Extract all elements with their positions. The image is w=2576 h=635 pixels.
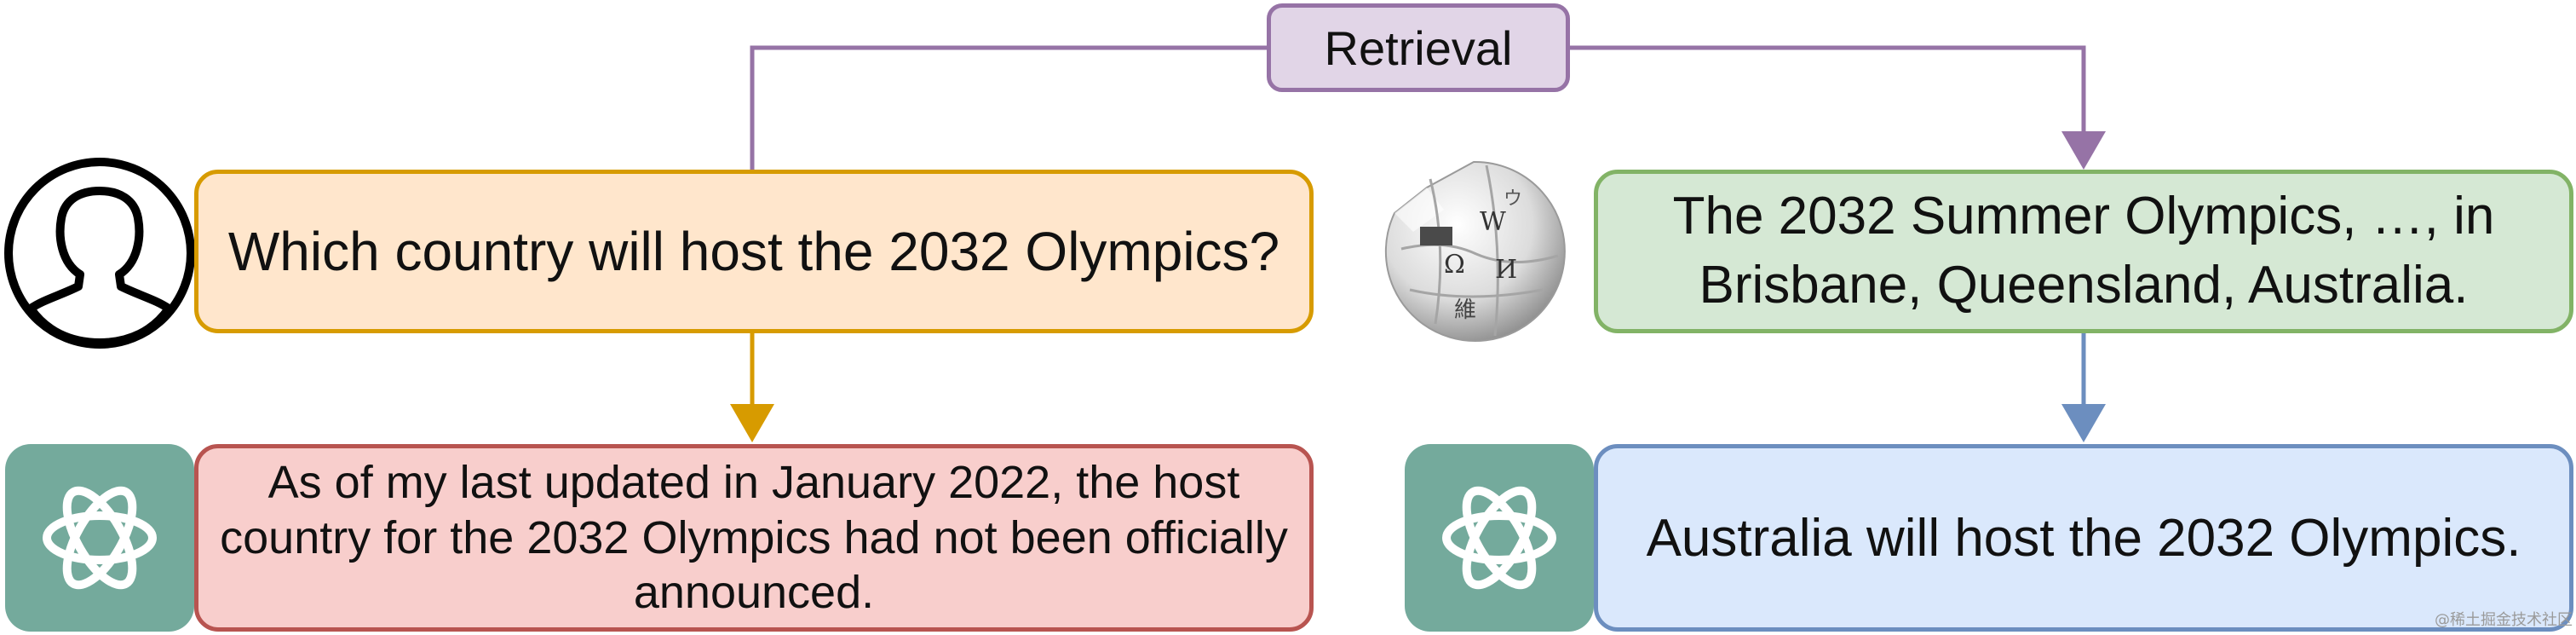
- assistant-logo-tile-left: [5, 444, 194, 632]
- retrieval-to-passage-connector: [1570, 45, 2086, 135]
- assistant-logo-tile-right: [1405, 444, 1594, 632]
- watermark: @稀土掘金技术社区: [2435, 611, 2573, 629]
- wikipedia-globe-icon: W Ω И 維 ウ: [1384, 160, 1566, 342]
- answer-without-retrieval-box: As of my last updated in January 2022, t…: [194, 444, 1314, 632]
- retrieval-label: Retrieval: [1324, 20, 1513, 75]
- chatgpt-logo-icon: [43, 486, 157, 590]
- retrieval-connector: [750, 45, 1267, 170]
- retrieved-passage-text: The 2032 Summer Olympics, …, in Brisbane…: [1672, 187, 2495, 315]
- question-text: Which country will host the 2032 Olympic…: [227, 221, 1280, 282]
- svg-text:W: W: [1480, 207, 1506, 237]
- chatgpt-logo-icon: [1442, 486, 1556, 590]
- answer-without-retrieval-text: As of my last updated in January 2022, t…: [220, 456, 1288, 619]
- passage-arrowhead: [2061, 404, 2106, 442]
- retrieved-passage-box: The 2032 Summer Olympics, …, in Brisbane…: [1594, 170, 2573, 333]
- question-arrowhead: [730, 404, 774, 442]
- answer-with-retrieval-box: Australia will host the 2032 Olympics.: [1594, 444, 2573, 632]
- retrieval-arrowhead: [2061, 131, 2106, 170]
- user-silhouette-icon: [4, 158, 195, 349]
- svg-text:И: И: [1495, 255, 1517, 285]
- answer-with-retrieval-text: Australia will host the 2032 Olympics.: [1646, 508, 2521, 568]
- svg-text:Ω: Ω: [1444, 250, 1465, 280]
- retrieval-box: Retrieval: [1267, 3, 1570, 92]
- svg-text:維: 維: [1454, 297, 1476, 323]
- question-box: Which country will host the 2032 Olympic…: [194, 170, 1314, 333]
- svg-text:ウ: ウ: [1504, 188, 1522, 210]
